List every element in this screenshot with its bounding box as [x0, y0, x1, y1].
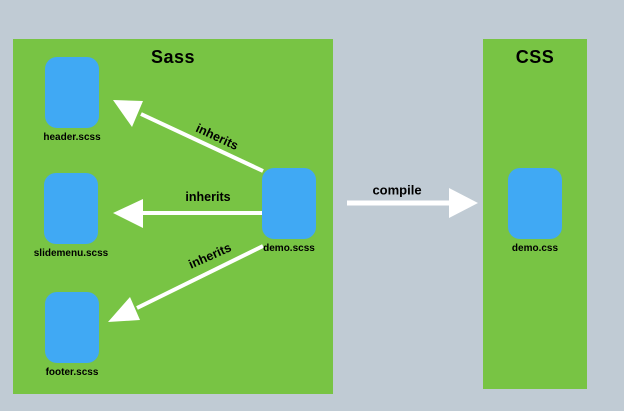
file-icon	[45, 57, 99, 128]
inherits-label-slidemenu: inherits	[185, 190, 231, 204]
compile-arrowhead	[449, 188, 478, 218]
file-node-demo-css: demo.css	[508, 168, 562, 254]
file-icon	[44, 173, 98, 244]
sass-panel-title: Sass	[150, 47, 196, 67]
file-icon	[508, 168, 562, 239]
file-label: footer.scss	[45, 367, 99, 378]
file-node-slidemenu-scss: slidemenu.scss	[34, 173, 108, 259]
file-label: demo.css	[511, 243, 559, 254]
file-node-footer-scss: footer.scss	[45, 292, 99, 378]
file-label: header.scss	[43, 132, 101, 143]
css-panel-title: CSS	[515, 47, 555, 67]
file-node-header-scss: header.scss	[43, 57, 101, 143]
file-label: demo.scss	[263, 243, 315, 254]
file-icon	[262, 168, 316, 239]
compile-label: compile	[372, 182, 422, 198]
file-node-demo-scss: demo.scss	[262, 168, 316, 254]
file-icon	[45, 292, 99, 363]
file-label: slidemenu.scss	[33, 248, 109, 259]
